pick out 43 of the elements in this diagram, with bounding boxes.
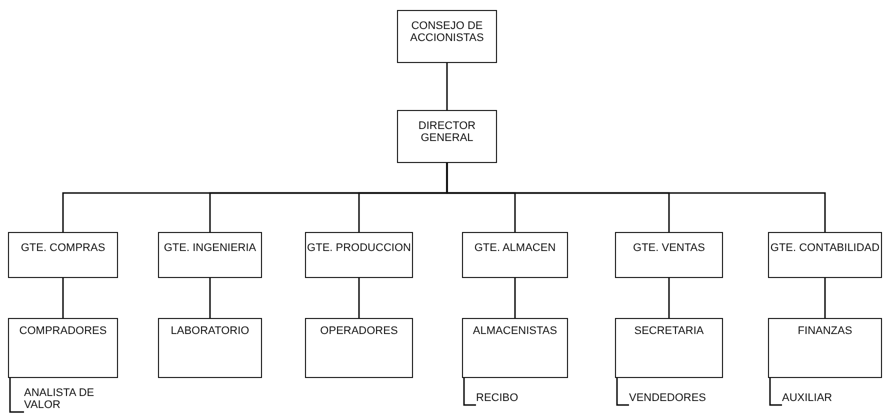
manager-box [768,232,882,278]
bracket-line [463,378,476,406]
manager-box [462,232,568,278]
box-title: GTE. VENTAS [632,242,706,254]
box-title: ALMACENISTAS [472,325,558,337]
executive-box [397,10,497,63]
box-title: FINANZAS [796,325,854,337]
box-title: GTE. INGENIERIA [162,242,258,254]
box-title: LABORATORIO [170,325,250,337]
box-title: GTE. PRODUCCION [306,242,412,254]
connector-line [824,278,826,318]
connector-line [62,278,64,318]
box-title: CONSEJO DE ACCIONISTAS [409,20,485,44]
box-title: OPERADORES [319,325,399,337]
connector-line [209,278,211,318]
box-title: GTE. CONTABILIDAD [769,242,881,254]
manager-box [8,232,118,278]
box-title: COMPRADORES [18,325,108,337]
box-title: DIRECTOR GENERAL [417,120,477,144]
connector-line [668,278,670,318]
box-title: GTE. COMPRAS [20,242,106,254]
bracket-line [9,378,24,413]
manager-box [615,232,723,278]
manager-box [305,232,413,278]
position-label: AUXILIAR [782,392,834,404]
connector-line [358,278,360,318]
executive-box [397,110,497,163]
bracket-line [769,378,782,406]
department-box [462,318,568,378]
connector-line [446,63,448,110]
connector-line [514,278,516,318]
bracket-line [616,378,629,406]
department-box [768,318,882,378]
position-label: RECIBO [476,392,520,404]
manager-box [158,232,262,278]
department-box [615,318,723,378]
box-title: GTE. ALMACEN [473,242,557,254]
position-label: VENDEDORES [629,392,708,404]
department-box [305,318,413,378]
department-box [8,318,118,378]
box-title: SECRETARIA [633,325,705,337]
position-label: ANALISTA DE VALOR [24,387,96,411]
department-box [158,318,262,378]
